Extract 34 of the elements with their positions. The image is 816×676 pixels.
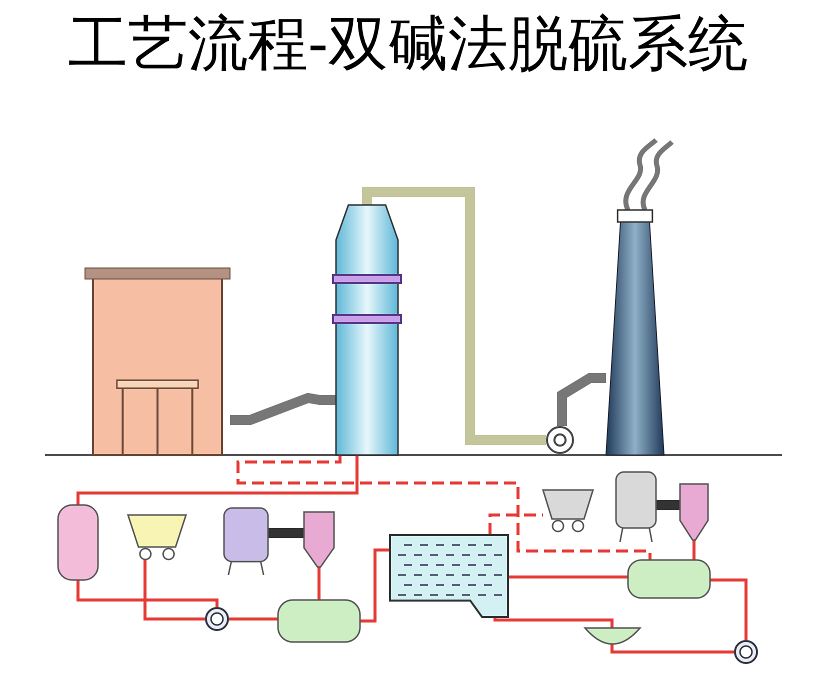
pipe [144, 560, 205, 620]
pipe [76, 455, 358, 505]
pipe [610, 644, 734, 654]
chimney-drawing [606, 210, 664, 455]
tank-drawing [616, 472, 656, 542]
pipe [494, 617, 614, 628]
hopper-drawing [543, 490, 593, 532]
hopper-drawing [128, 515, 186, 560]
duct [268, 528, 304, 538]
duct [557, 373, 606, 426]
tank-drawing [58, 505, 98, 580]
pipe [236, 455, 652, 560]
pipe [76, 580, 218, 607]
duct [230, 392, 336, 425]
silo-drawing [680, 484, 708, 540]
tank-drawing [278, 600, 360, 642]
pipe [488, 514, 543, 535]
pipe [229, 618, 278, 620]
pipe [360, 548, 390, 622]
boiler-house-drawing [85, 268, 230, 455]
settler-drawing [585, 628, 640, 644]
pipe [318, 567, 320, 600]
pipe [692, 540, 696, 560]
tank-drawing [224, 508, 268, 575]
title: 工艺流程-双碱法脱硫系统 [66, 8, 750, 81]
pool-drawing [390, 535, 508, 617]
silo-drawing [304, 512, 334, 567]
pipe [710, 578, 748, 640]
duct [656, 500, 680, 510]
pump-icon [205, 607, 229, 631]
pipe [508, 576, 628, 578]
tank-drawing [628, 560, 710, 598]
fan-icon [546, 426, 574, 454]
pump-icon [734, 640, 758, 664]
